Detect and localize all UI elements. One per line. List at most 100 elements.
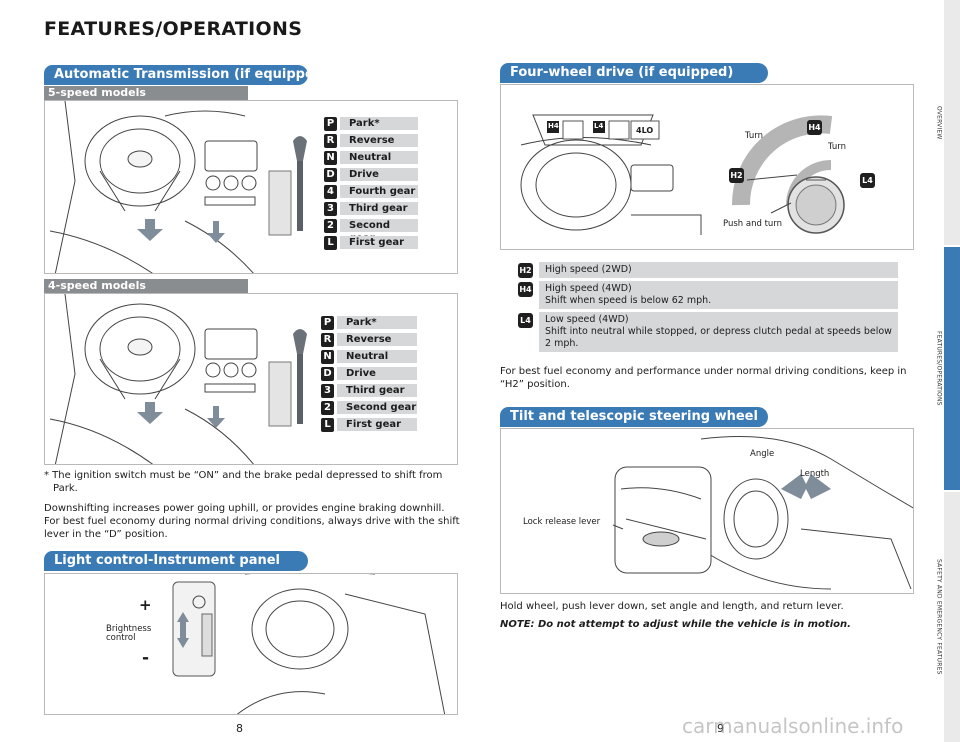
four-speed-subtitle: 4-speed models <box>44 279 248 293</box>
side-tab-overview[interactable] <box>944 0 960 245</box>
gear-label: Third gear <box>337 384 417 397</box>
brightness-minus: - <box>142 648 150 668</box>
gear-label: First gear <box>340 236 418 249</box>
page-number-left: 8 <box>236 722 243 735</box>
angle-label: Angle <box>750 449 775 459</box>
steering-wheel-illustration <box>612 436 913 590</box>
tilt-panel: Angle Length Lock release lever <box>500 428 914 594</box>
four-wd-mode-list: H2 High speed (2WD) H4 High speed (4WD) … <box>518 262 898 354</box>
auto-trans-body-line3: lever in the “D” position. <box>44 529 168 540</box>
mode-text-line: Shift into neutral while stopped, or dep… <box>545 326 892 337</box>
gear-letter: L <box>321 417 334 432</box>
gear-letter: 3 <box>324 201 337 216</box>
gear-letter: D <box>324 167 337 182</box>
auto-trans-heading: Automatic Transmission (if equipped) <box>44 65 308 85</box>
tilt-heading: Tilt and telescopic steering wheel <box>500 407 768 427</box>
gear-label: First gear <box>337 418 417 431</box>
dial-l4-badge: L4 <box>860 173 875 188</box>
indicator-4lo: 4LO <box>636 126 654 135</box>
gear-letter: P <box>324 116 337 131</box>
mode-badge-h2: H2 <box>518 263 533 278</box>
four-wd-panel: H4 L4 4LO H4 H2 L4 Turn Turn Push and tu… <box>500 84 914 250</box>
gear-label: Second gear <box>340 219 418 244</box>
mode-text-h2: High speed (2WD) <box>539 262 898 278</box>
mode-text-line: High speed (2WD) <box>545 264 632 275</box>
mode-text-line: Low speed (4WD) <box>545 314 629 325</box>
mode-text-l4: Low speed (4WD) Shift into neutral while… <box>539 312 898 352</box>
four-wd-body-line1: For best fuel economy and performance un… <box>500 366 907 377</box>
auto-trans-body-line1: Downshifting increases power going uphil… <box>44 503 445 514</box>
mode-text-line: Shift when speed is below 62 mph. <box>545 295 712 306</box>
brightness-plus: + <box>139 596 152 614</box>
lock-release-label: Lock release lever <box>523 517 601 527</box>
gear-label: Drive <box>340 168 418 181</box>
side-tab-safety[interactable] <box>944 492 960 742</box>
gear-letter: 4 <box>324 184 337 199</box>
gear-letter: R <box>321 332 334 347</box>
dial-turn-left: Turn <box>745 131 764 141</box>
gear-letter: D <box>321 366 334 381</box>
indicator-h4: H4 <box>548 122 559 130</box>
side-tab-features[interactable] <box>944 247 960 490</box>
gear-letter: 3 <box>321 383 334 398</box>
gear-letter: R <box>324 133 337 148</box>
tilt-body: Hold wheel, push lever down, set angle a… <box>500 601 844 612</box>
dial-push-turn: Push and turn <box>723 219 783 229</box>
watermark: carmanualsonline.info <box>682 714 904 738</box>
mode-text-h4: High speed (4WD) Shift when speed is bel… <box>539 281 898 309</box>
instrument-panel-illustration <box>172 574 446 714</box>
brightness-label-line2: control <box>106 633 136 643</box>
side-label-safety: SAFETY AND EMERGENCY FEATURES <box>935 559 943 675</box>
mode-text-line: High speed (4WD) <box>545 283 632 294</box>
five-speed-subtitle: 5-speed models <box>44 86 248 100</box>
gear-letter: L <box>324 235 337 250</box>
dial-h4-badge: H4 <box>807 120 822 135</box>
tilt-note: NOTE: Do not attempt to adjust while the… <box>500 619 851 630</box>
auto-trans-body-line2: For best fuel economy during normal driv… <box>44 516 460 527</box>
brightness-label-line1: Brightness <box>106 624 152 634</box>
gear-label: Drive <box>337 367 417 380</box>
mode-badge-l4: L4 <box>518 313 533 328</box>
gear-label: Second gear <box>337 401 417 414</box>
side-label-features: FEATURES/OPERATIONS <box>935 331 943 406</box>
mode-badge-h4: H4 <box>518 282 533 297</box>
four-wd-heading: Four-wheel drive (if equipped) <box>500 63 768 83</box>
mode-row-l4: L4 Low speed (4WD) Shift into neutral wh… <box>518 312 898 352</box>
gear-letter: N <box>324 150 337 165</box>
mode-text-line: 2 mph. <box>545 338 579 349</box>
side-label-overview: OVERVIEW <box>935 105 943 140</box>
length-label: Length <box>800 469 830 479</box>
gear-letter: 2 <box>321 400 334 415</box>
footnote-line1: * The ignition switch must be “ON” and t… <box>44 470 443 481</box>
page-number-right: 9 <box>717 722 724 735</box>
page-title: FEATURES/OPERATIONS <box>44 18 303 40</box>
gear-letter: 2 <box>324 218 337 233</box>
gear-label: Reverse <box>337 333 417 346</box>
gear-label: Park* <box>337 316 417 329</box>
four-wd-illustration <box>520 114 845 235</box>
gear-label: Fourth gear <box>340 185 418 198</box>
indicator-l4: L4 <box>594 122 604 130</box>
gear-letter: N <box>321 349 334 364</box>
gear-label: Neutral <box>340 151 418 164</box>
gear-label: Reverse <box>340 134 418 147</box>
gear-label: Neutral <box>337 350 417 363</box>
light-control-panel: + - Brightness control <box>44 573 458 715</box>
dial-turn-right: Turn <box>828 142 847 152</box>
dial-h2-badge: H2 <box>729 168 744 183</box>
